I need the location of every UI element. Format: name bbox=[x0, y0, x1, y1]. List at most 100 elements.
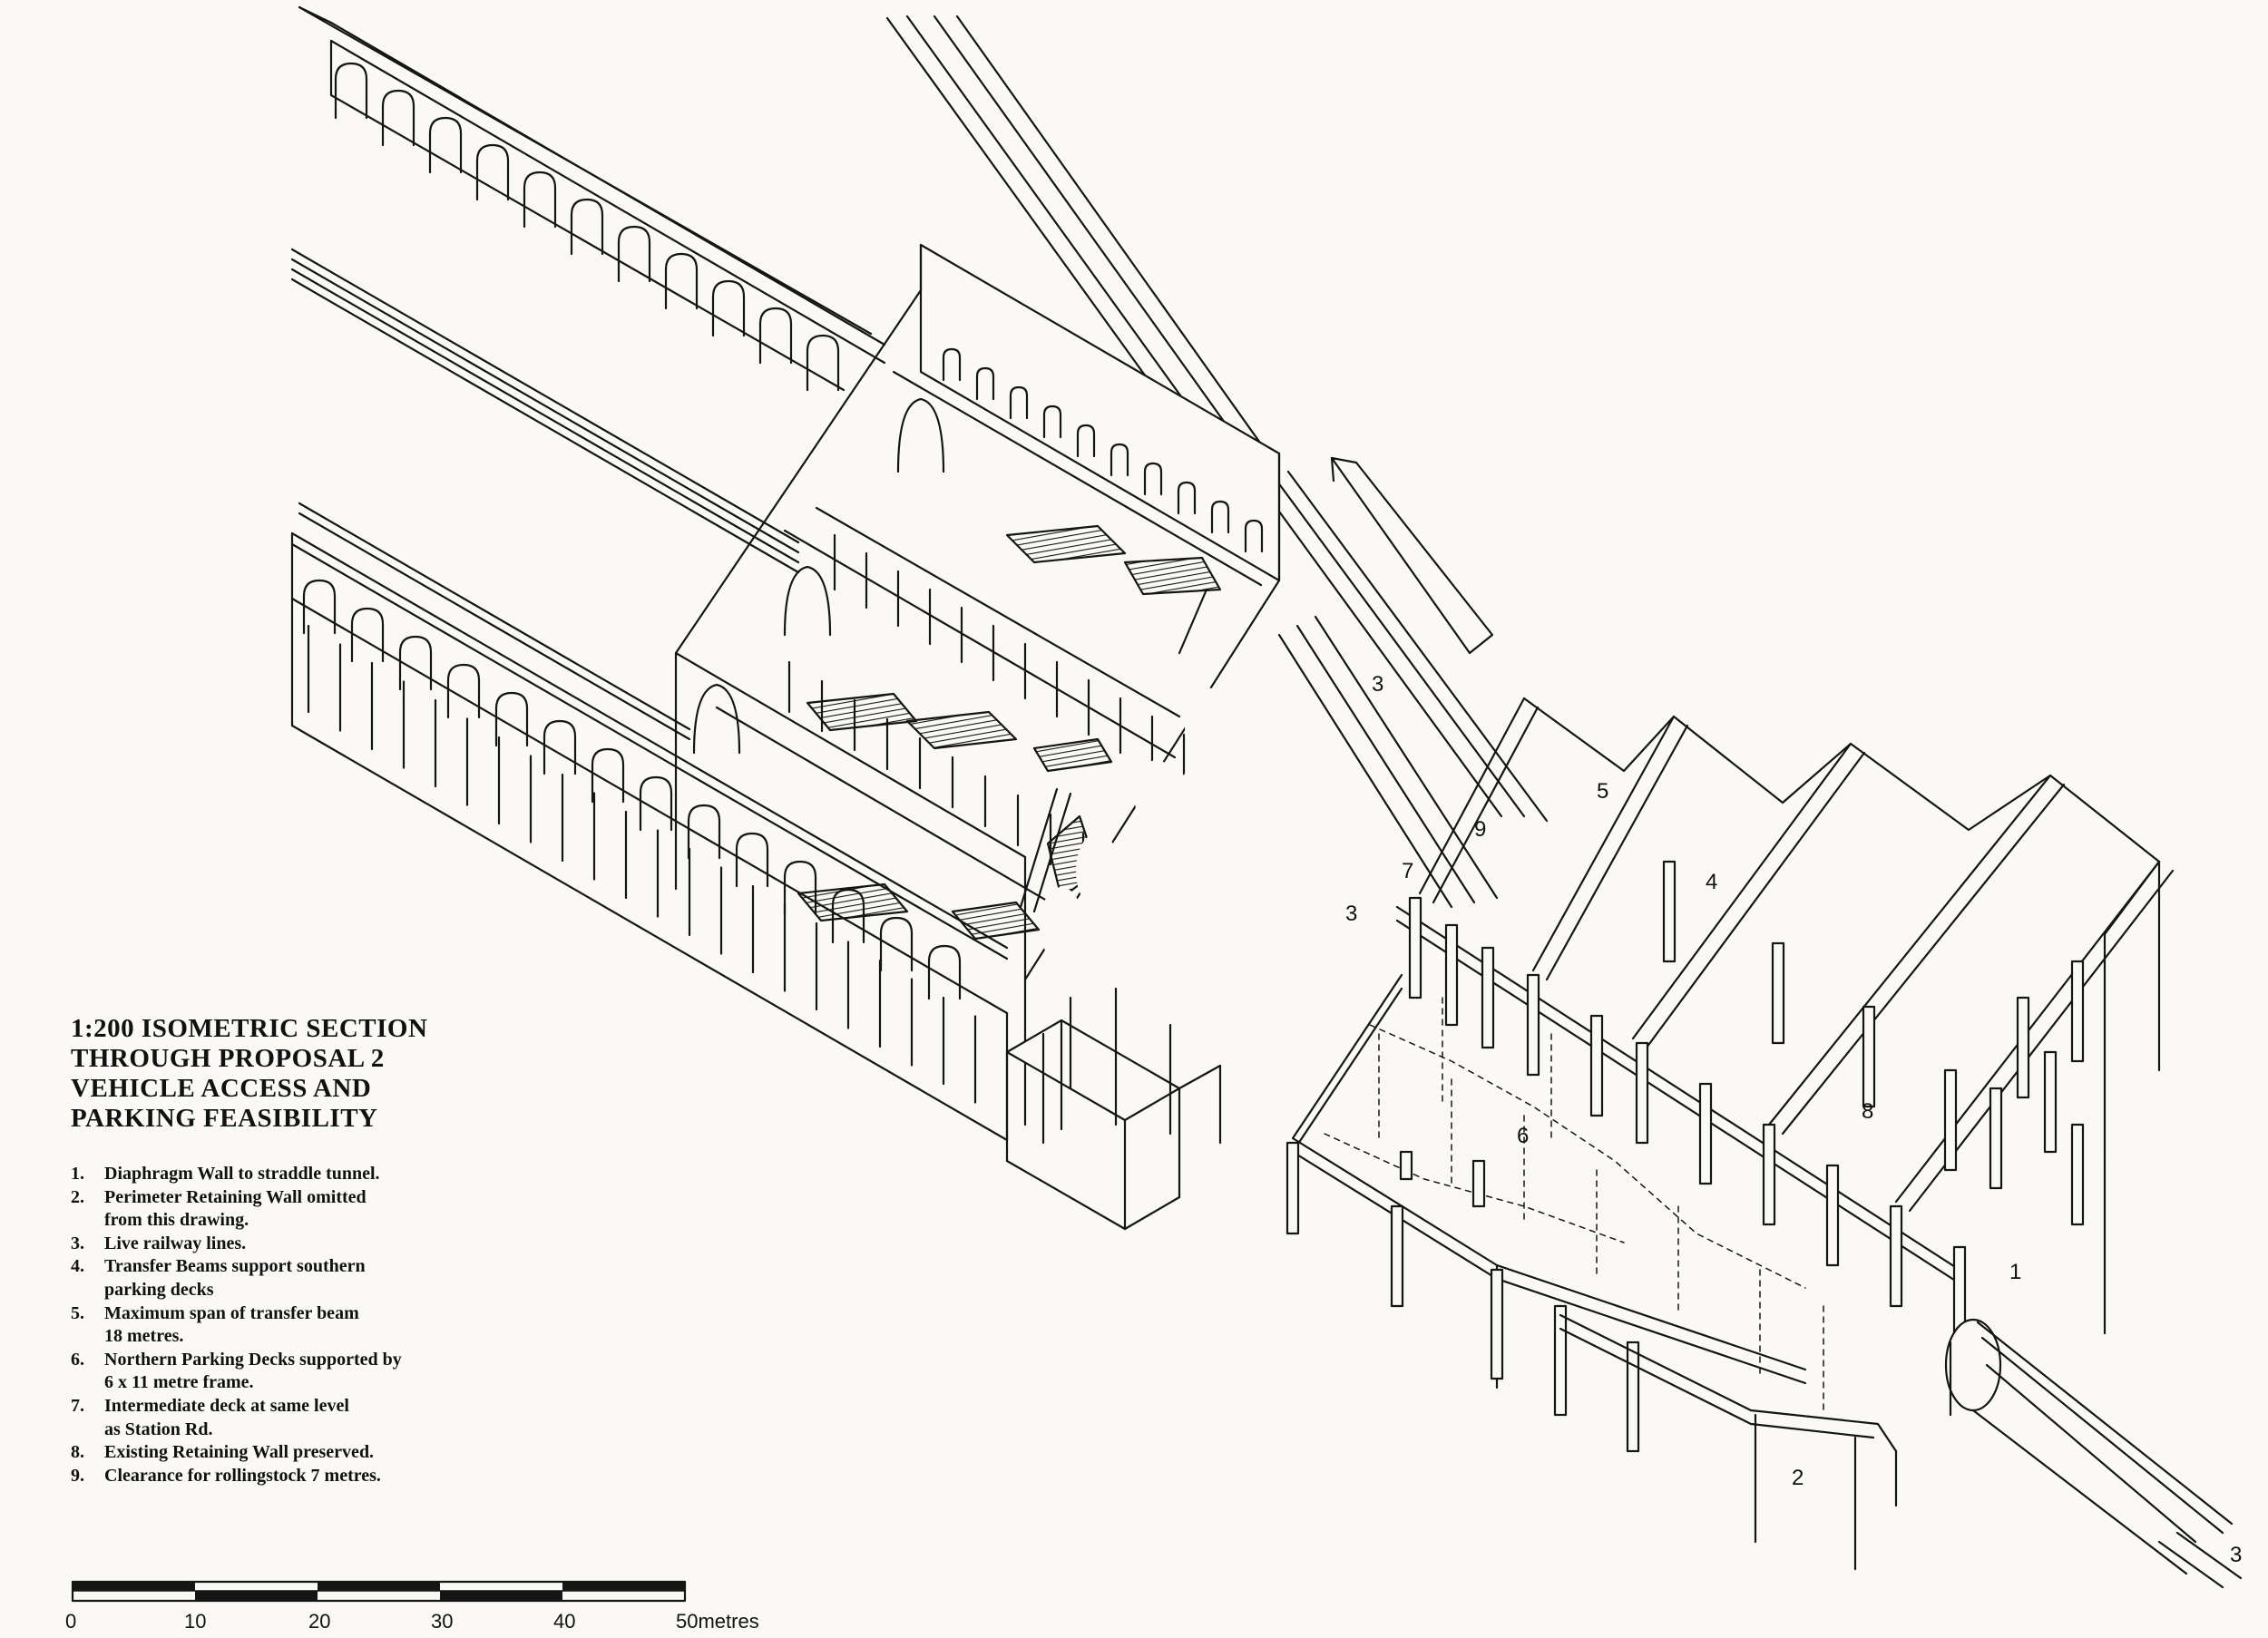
title-line-1: 1:200 ISOMETRIC SECTION bbox=[71, 1014, 428, 1043]
arch bbox=[783, 860, 817, 916]
deck-column bbox=[1989, 1087, 2003, 1190]
note-item: 3. Live railway lines. bbox=[71, 1233, 543, 1256]
parking-deck-frame bbox=[1395, 697, 2175, 1349]
arch bbox=[446, 663, 481, 719]
callouts: 1 2 3 3 3 4 5 6 7 8 9 bbox=[1345, 672, 2242, 1567]
note-number: 5. bbox=[71, 1302, 84, 1323]
deck-column bbox=[2070, 1123, 2085, 1226]
arch bbox=[543, 719, 577, 775]
arch bbox=[494, 691, 529, 747]
window bbox=[1042, 405, 1062, 439]
window bbox=[1143, 462, 1163, 496]
arch bbox=[302, 579, 337, 635]
note-number: 1. bbox=[71, 1164, 84, 1184]
tunnel-arch bbox=[1171, 771, 1215, 847]
window bbox=[1076, 424, 1096, 458]
deck-column bbox=[1762, 1123, 1776, 1226]
note-number: 4. bbox=[71, 1256, 84, 1277]
callout-3-upper: 3 bbox=[1372, 672, 1383, 697]
arch bbox=[591, 747, 625, 804]
note-text: Northern Parking Decks supported by 6 x … bbox=[104, 1349, 402, 1393]
arch bbox=[398, 635, 433, 691]
arch bbox=[758, 307, 793, 365]
deck-posts bbox=[1286, 997, 1824, 1453]
note-item: 8. Existing Retaining Wall preserved. bbox=[71, 1441, 543, 1465]
note-text: Live railway lines. bbox=[104, 1233, 247, 1253]
deck-post bbox=[1390, 1204, 1404, 1308]
tunnel-arch bbox=[1257, 887, 1301, 963]
note-number: 9. bbox=[71, 1465, 84, 1486]
tunnel-arch bbox=[1257, 709, 1301, 785]
note-number: 3. bbox=[71, 1233, 84, 1253]
callout-3-tunnel: 3 bbox=[2230, 1543, 2242, 1567]
arch bbox=[570, 198, 604, 256]
scale-label-10: 10 bbox=[184, 1610, 206, 1633]
window bbox=[975, 366, 995, 401]
arch bbox=[664, 252, 699, 310]
window bbox=[1177, 481, 1197, 515]
arch bbox=[711, 279, 746, 337]
title-line-3: VEHICLE ACCESS AND bbox=[71, 1074, 372, 1103]
deck-column bbox=[2016, 996, 2030, 1099]
title-line-2: THROUGH PROPOSAL 2 bbox=[71, 1044, 385, 1073]
note-text: Perimeter Retaining Wall omitted from th… bbox=[104, 1186, 367, 1231]
tunnel-arch bbox=[1185, 865, 1228, 941]
deck-post bbox=[1471, 1159, 1486, 1208]
scale-label-0: 0 bbox=[65, 1610, 76, 1633]
tunnel-arch bbox=[1112, 909, 1156, 985]
note-item: 6.Northern Parking Decks supported by 6 … bbox=[71, 1349, 543, 1395]
note-text: Diaphragm Wall to straddle tunnel. bbox=[104, 1164, 380, 1184]
arch bbox=[381, 89, 415, 147]
deck-post bbox=[1286, 1141, 1300, 1235]
note-number: 7. bbox=[71, 1395, 84, 1416]
tunnel-arch bbox=[1112, 843, 1156, 920]
arch bbox=[617, 225, 651, 283]
note-number: 8. bbox=[71, 1442, 84, 1463]
upper-arches bbox=[334, 62, 840, 392]
callout-1: 1 bbox=[2009, 1260, 2021, 1284]
note-item: 1. Diaphragm Wall to straddle tunnel. bbox=[71, 1163, 543, 1186]
deck-column bbox=[1408, 896, 1422, 999]
deck-column bbox=[1589, 1014, 1604, 1117]
rail-tunnel bbox=[1944, 1159, 2243, 1589]
tunnel-arch bbox=[1221, 698, 1265, 775]
arched-tunnels bbox=[1040, 687, 1374, 1018]
note-text: Existing Retaining Wall preserved. bbox=[104, 1442, 375, 1463]
deck-post bbox=[1553, 1304, 1568, 1417]
arch bbox=[523, 171, 557, 229]
tunnel-arch bbox=[1040, 887, 1083, 963]
callout-9: 9 bbox=[1474, 817, 1486, 842]
deck-post bbox=[1399, 1150, 1413, 1181]
callout-3-lower: 3 bbox=[1345, 902, 1357, 926]
left-track-bed bbox=[290, 248, 800, 741]
window bbox=[1210, 500, 1230, 534]
scale-label-30: 30 bbox=[431, 1610, 453, 1633]
note-item: 9.Clearance for rollingstock 7 metres. bbox=[71, 1465, 543, 1488]
tunnel-arch bbox=[1135, 760, 1178, 836]
note-item: 5. Maximum span of transfer beam 18 metre… bbox=[71, 1302, 543, 1349]
rail-cut-wall bbox=[1277, 456, 1499, 909]
scale-label-20: 20 bbox=[308, 1610, 330, 1633]
note-item: 7.Intermediate deck at same level as Sta… bbox=[71, 1395, 543, 1441]
tunnel-arch bbox=[1149, 920, 1192, 996]
station-windows bbox=[942, 347, 1264, 553]
tunnel-arch bbox=[1330, 731, 1374, 807]
front-lower-deck bbox=[1559, 1313, 1898, 1571]
deck-column bbox=[1825, 1164, 1840, 1267]
window bbox=[1244, 519, 1264, 553]
note-item: 2.Perimeter Retaining Wall omitted from … bbox=[71, 1186, 543, 1233]
callout-7: 7 bbox=[1402, 859, 1413, 883]
arch bbox=[879, 916, 914, 972]
arch bbox=[639, 775, 673, 832]
arch bbox=[806, 334, 840, 392]
note-text: Maximum span of transfer beam 18 metres. bbox=[104, 1302, 359, 1347]
window bbox=[942, 347, 962, 382]
callout-8: 8 bbox=[1862, 1099, 1873, 1124]
arch bbox=[334, 62, 368, 120]
callout-6: 6 bbox=[1517, 1124, 1529, 1148]
arch bbox=[475, 143, 510, 201]
tunnel-arch bbox=[1316, 814, 1360, 891]
deck-post bbox=[1626, 1341, 1640, 1453]
scale-bar: 0 10 20 30 40 50metres bbox=[65, 1580, 759, 1633]
deck-column bbox=[1444, 923, 1459, 1027]
